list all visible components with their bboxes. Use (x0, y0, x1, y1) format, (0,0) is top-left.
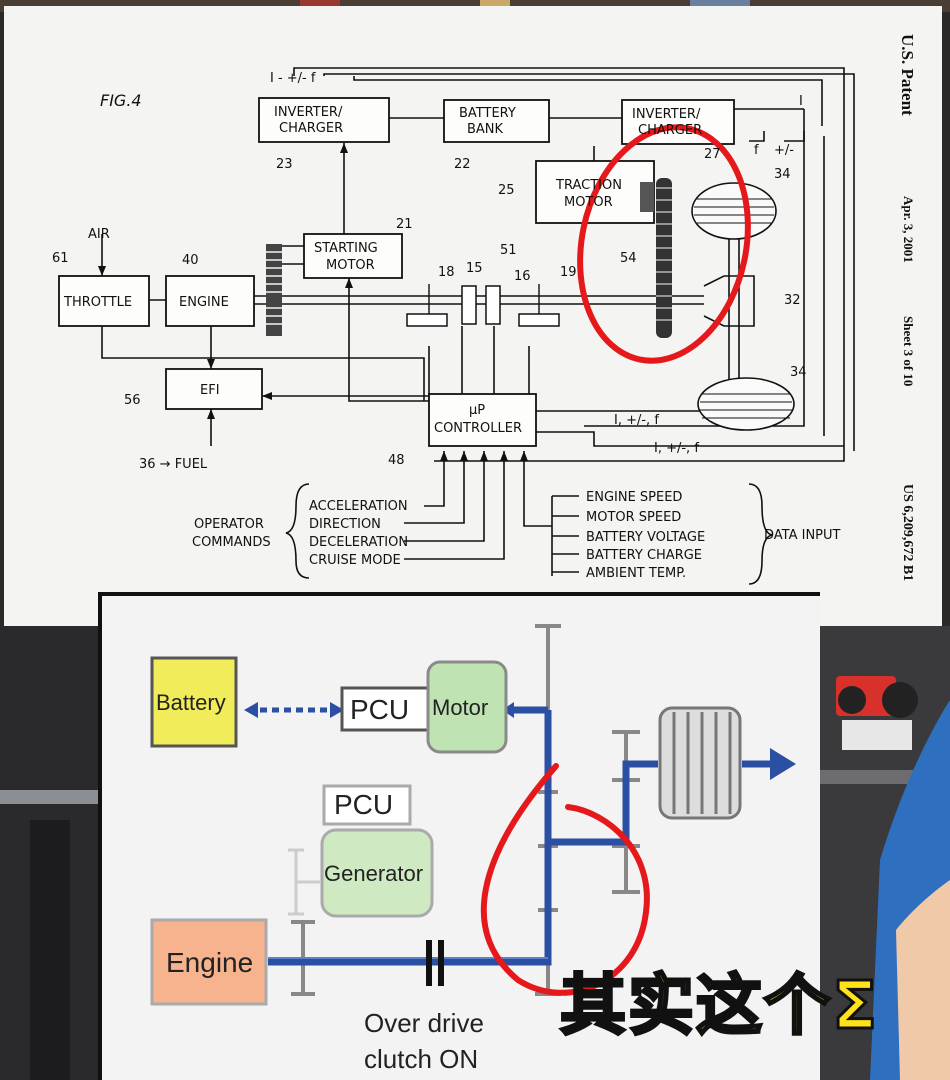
rear-tire-top (691, 182, 777, 240)
traction-motor-line1: TRACTION (555, 178, 622, 193)
chain-drive (640, 178, 672, 338)
inverter-charger-left-block (258, 97, 390, 143)
ref-54: 54 (620, 251, 637, 266)
battery-bank-line2: BANK (467, 122, 504, 137)
signal-mid-2: I, +/-, f (654, 441, 699, 456)
ref-16: 16 (514, 269, 531, 284)
command-direction: DIRECTION (309, 517, 381, 532)
overdrive-clutch (426, 940, 432, 986)
pcu-top-block (340, 686, 432, 732)
engine-block (150, 918, 268, 1006)
patent-header-sheet: Sheet 3 of 10 (901, 316, 916, 386)
patent-header-title: U.S. Patent (898, 34, 917, 116)
fig-label: FIG.4 (100, 91, 142, 110)
data-input-title: DATA INPUT (764, 528, 841, 543)
hybrid-powertrain-diagram: Battery PCU Motor PCU Generator Engine O… (98, 592, 820, 1080)
battery-bank-line1: BATTERY (459, 106, 516, 121)
controller-line1: μP (469, 403, 485, 418)
controller-line2: CONTROLLER (434, 421, 522, 436)
engine-label: Engine (166, 947, 253, 978)
motor-label: Motor (432, 695, 488, 720)
generator-label: Generator (324, 861, 423, 886)
controller-block (428, 393, 537, 447)
command-cruise-mode: CRUISE MODE (309, 553, 401, 568)
command-acceleration: ACCELERATION (309, 499, 408, 514)
battery-label: Battery (156, 690, 226, 715)
pcu-mid-label: PCU (334, 789, 393, 820)
fuel-label: 36 → FUEL (139, 457, 208, 472)
ref-56: 56 (124, 393, 141, 408)
patent-header-date: Apr. 3, 2001 (901, 196, 916, 263)
ref-18: 18 (438, 265, 455, 280)
signal-top-right-i: I (799, 94, 803, 109)
throttle-block (58, 275, 150, 327)
air-label: AIR (88, 227, 110, 242)
input-battery-voltage: BATTERY VOLTAGE (586, 530, 705, 545)
video-subtitle: 其实这个Σ (558, 966, 880, 1046)
command-deceleration: DECELERATION (309, 535, 408, 550)
engine-label: ENGINE (179, 295, 229, 310)
input-motor-speed: MOTOR SPEED (586, 510, 681, 525)
starting-motor-line2: MOTOR (326, 258, 375, 273)
patent-header-number: US 6,209,672 B1 (900, 484, 915, 581)
input-engine-speed: ENGINE SPEED (586, 490, 682, 505)
pcu-top-label: PCU (350, 694, 409, 725)
starting-motor-block (303, 233, 403, 279)
input-battery-charge: BATTERY CHARGE (586, 548, 702, 563)
efi-label: EFI (200, 383, 220, 398)
flywheel-gear (266, 244, 282, 336)
battery-block (150, 656, 238, 748)
traction-motor-line2: MOTOR (564, 195, 613, 210)
signal-top-left: I - +/- f (270, 71, 316, 86)
operator-commands-title-2: COMMANDS (192, 535, 271, 550)
efi-block (165, 368, 263, 410)
patent-drawing-page: INVERTER/ CHARGER BATTERY BANK INVERTER/… (4, 6, 942, 626)
clutch-caption-line2: clutch ON (364, 1044, 478, 1074)
rear-tire-bottom (697, 377, 795, 431)
throttle-label: THROTTLE (63, 295, 132, 310)
engine-block (165, 275, 255, 327)
signal-mid-1: I, +/-, f (614, 413, 659, 428)
ref-22: 22 (454, 157, 471, 172)
inverter-left-line1: INVERTER/ (274, 105, 343, 120)
ref-27: 27 (704, 147, 721, 162)
ref-40: 40 (182, 253, 199, 268)
starting-motor-line1: STARTING (314, 241, 378, 256)
ref-23: 23 (276, 157, 293, 172)
clutch-caption-line1: Over drive (364, 1008, 484, 1038)
ref-34-bottom: 34 (790, 365, 807, 380)
inverter-right-line2: CHARGER (638, 123, 702, 138)
clutch-19 (518, 313, 560, 327)
clutch-plate-15b (485, 285, 501, 325)
ref-21: 21 (396, 217, 413, 232)
red-circle-annotation-patent (577, 124, 751, 364)
red-circle-annotation-hybrid (480, 763, 650, 996)
battery-bank-block (443, 99, 550, 143)
operator-commands-title-1: OPERATOR (194, 517, 264, 532)
wheel-icon (658, 706, 742, 820)
generator-block (320, 828, 434, 918)
ref-19: 19 (560, 265, 577, 280)
ref-48: 48 (388, 453, 405, 468)
ref-51: 51 (500, 243, 517, 258)
clutch-18 (406, 313, 448, 327)
signal-top-right-f: f (754, 143, 759, 158)
inverter-right-line1: INVERTER/ (632, 107, 701, 122)
clutch-plate-15 (461, 285, 477, 325)
ref-32: 32 (784, 293, 801, 308)
input-ambient-temp: AMBIENT TEMP. (586, 566, 686, 581)
pcu-mid-block (322, 784, 412, 826)
ref-15: 15 (466, 261, 483, 276)
ref-25: 25 (498, 183, 515, 198)
motor-block (426, 660, 508, 754)
ref-61: 61 (52, 251, 69, 266)
signal-top-right-pm: +/- (774, 143, 794, 158)
inverter-left-line2: CHARGER (279, 121, 343, 136)
ref-34-top: 34 (774, 167, 791, 182)
